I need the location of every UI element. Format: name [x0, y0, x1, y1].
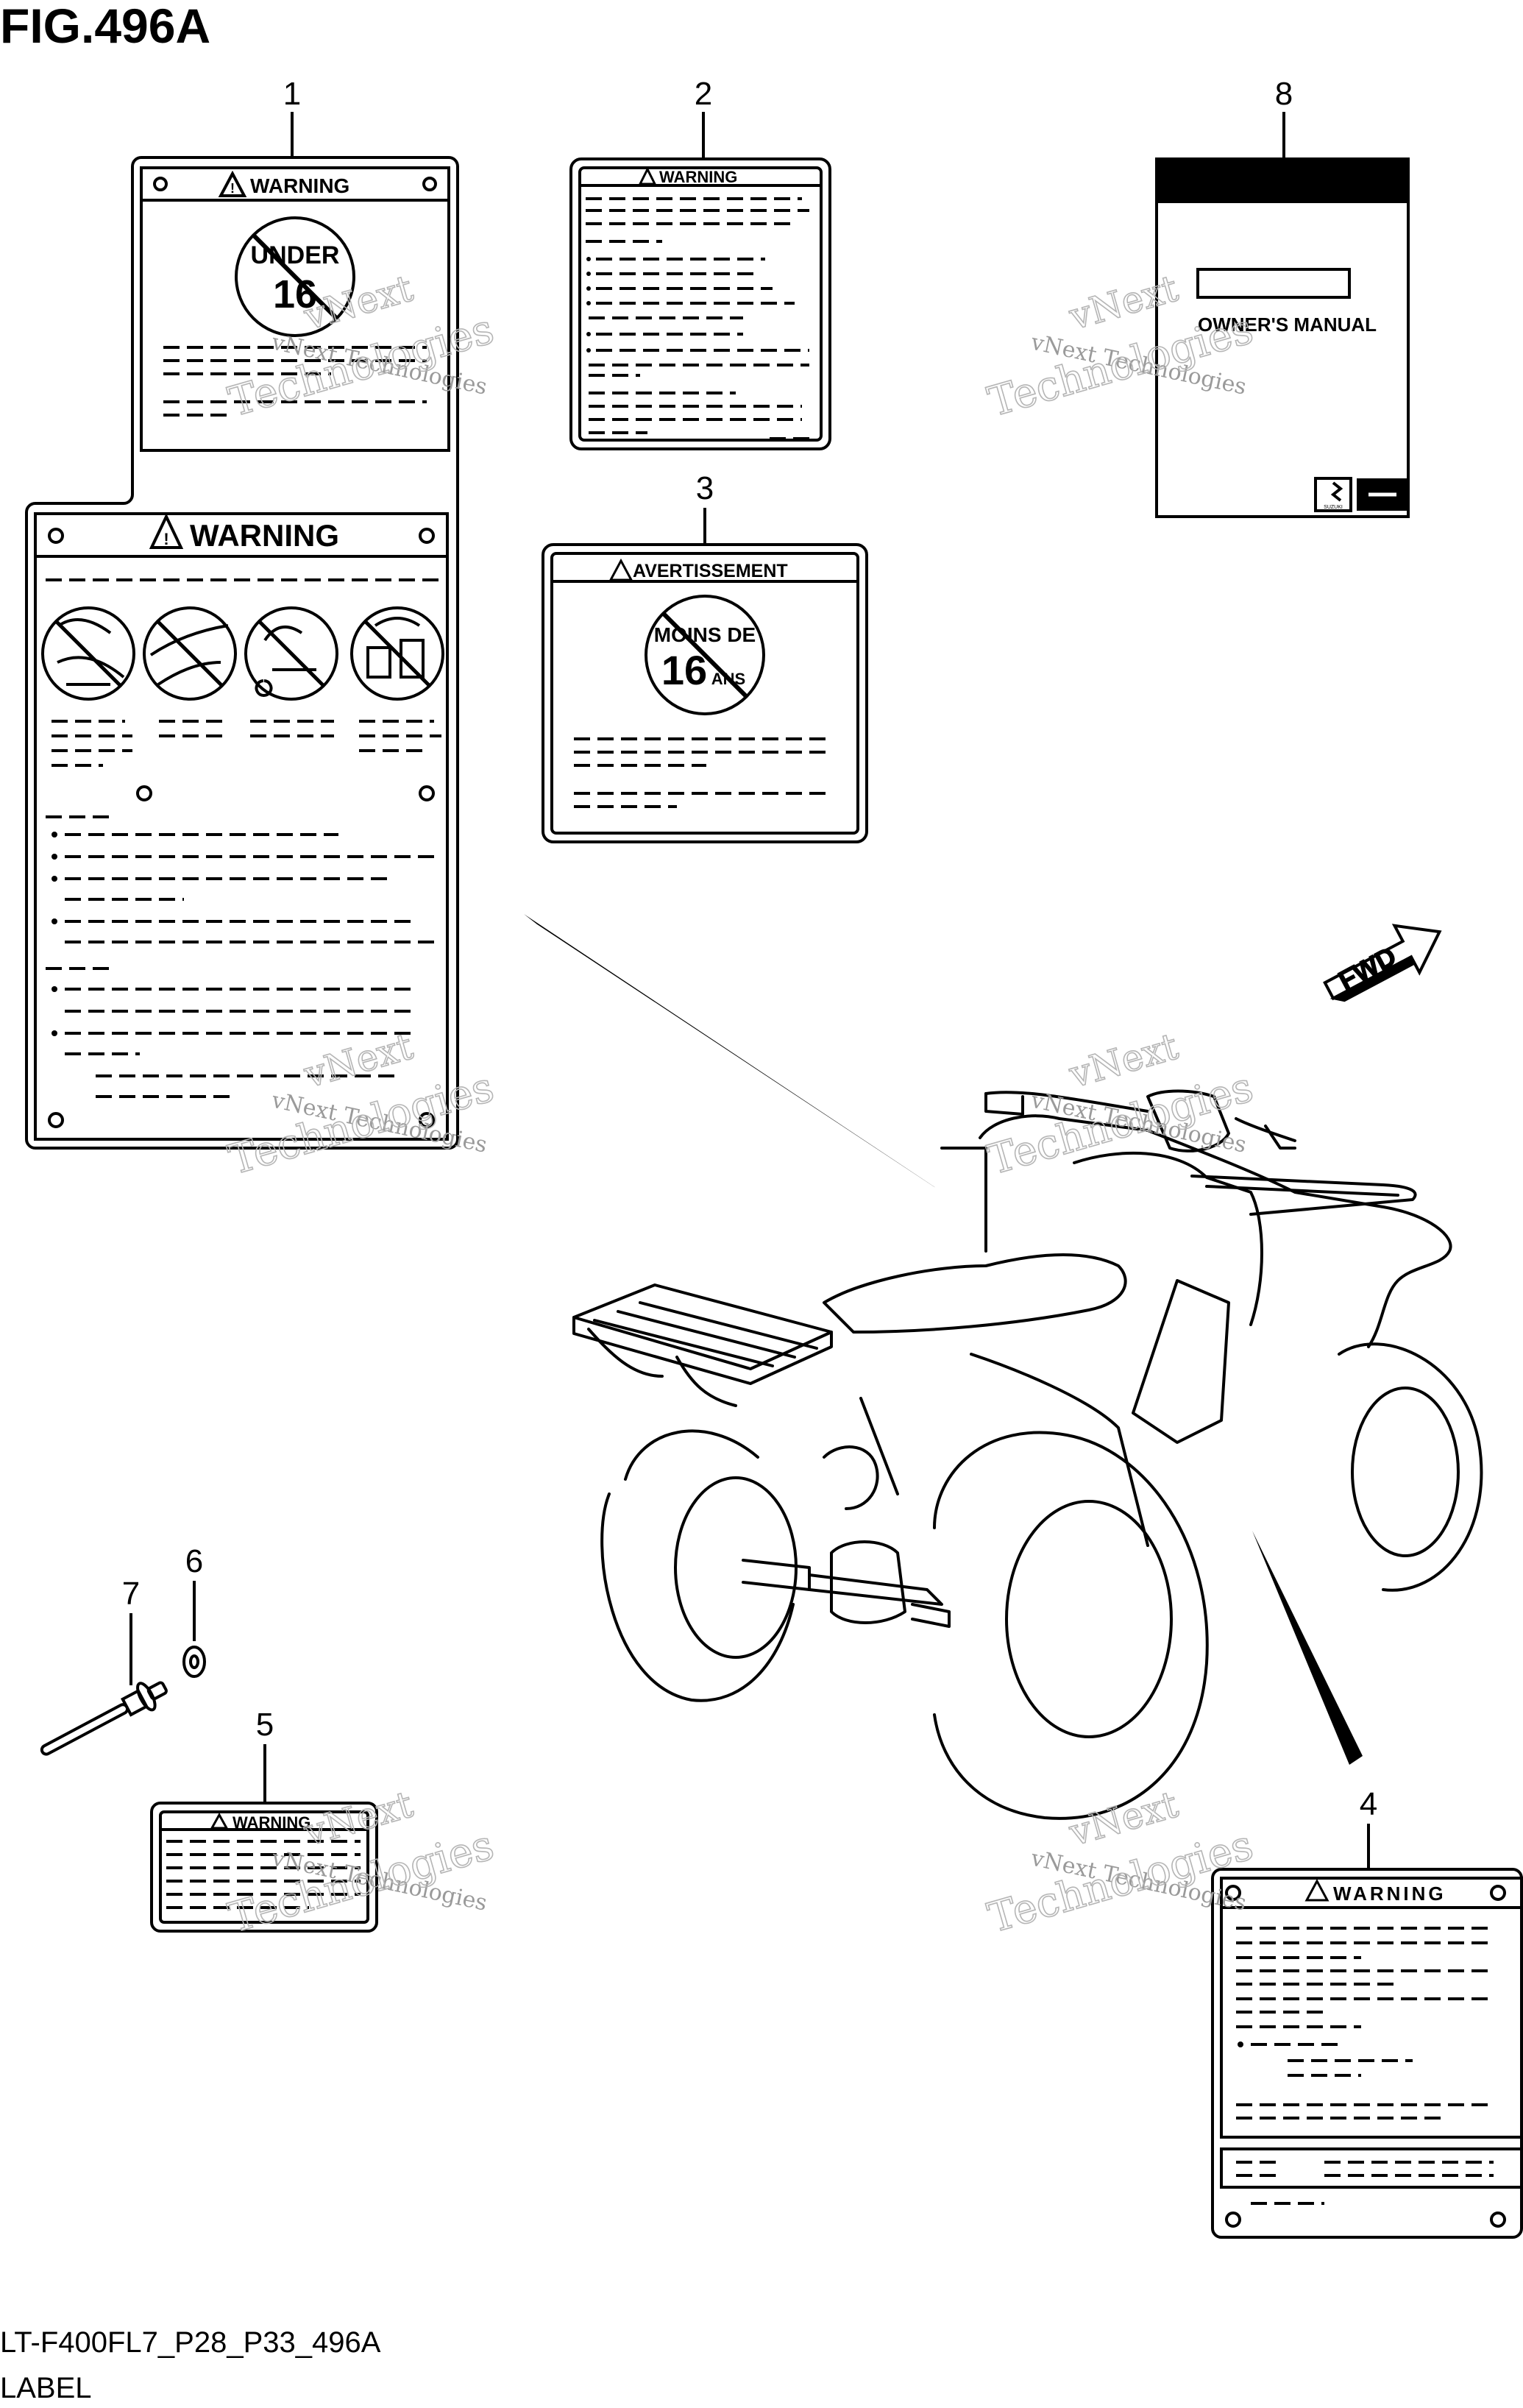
big-warning-text: WARNING — [190, 518, 339, 553]
callout-8: 8 — [1275, 76, 1293, 112]
label-5: 5 WARNING — [150, 1707, 378, 1933]
moins-de-16-ans-icon: MOINS DE 16 ANS — [645, 595, 765, 715]
fwd-direction-arrow-icon: FWD — [1323, 924, 1442, 1002]
label-location-pointer — [1252, 1531, 1363, 1765]
warning-text: WARNING — [232, 1813, 310, 1832]
svg-text:vNext: vNext — [299, 1024, 417, 1096]
big-warning-panel — [34, 512, 449, 1141]
svg-text:vNext: vNext — [299, 1782, 417, 1854]
under-16-icon: UNDER 16 — [235, 216, 355, 337]
no-riding-pictogram-icons — [41, 606, 444, 701]
label-2: 2 WARNING — [569, 76, 831, 450]
label-1: 1 ! WARNING UNDER 16 ! WARNIN — [25, 76, 459, 1150]
label-3: 3 AVERTISSEMENT MOINS DE 16 ANS — [542, 470, 868, 843]
atv-vehicle-illustration — [572, 1089, 1483, 1820]
part-6-washer: 6 — [182, 1543, 206, 1678]
warning-text: WARNING — [1333, 1883, 1446, 1905]
svg-text:!: ! — [230, 181, 235, 196]
callout-1: 1 — [283, 76, 301, 112]
label-location-pointer — [524, 914, 949, 1197]
callout-4: 4 — [1360, 1786, 1377, 1822]
owners-manual: 8 OWNER'S MANUAL SUZUKI — [1155, 76, 1410, 518]
part-7-rivet: 7 — [40, 1576, 168, 1756]
warning-text: WARNING — [659, 168, 737, 186]
callout-5: 5 — [256, 1707, 274, 1743]
under16-panel — [140, 166, 450, 452]
warning-triangle-icon: ! — [149, 513, 184, 549]
warning-text: WARNING — [250, 174, 349, 197]
callout-6: 6 — [185, 1543, 203, 1579]
owners-manual-title: OWNER'S MANUAL — [1198, 314, 1377, 336]
avertissement-text: AVERTISSEMENT — [633, 561, 788, 581]
label-1-outline — [25, 156, 459, 1150]
warning-triangle-icon: ! — [218, 170, 247, 197]
svg-text:16: 16 — [661, 647, 707, 693]
label-4: 4 WARNING — [1211, 1786, 1523, 2239]
watermark: vNext Technologies vNext Technologies vN… — [223, 266, 1259, 1944]
svg-text:SUZUKI: SUZUKI — [1324, 505, 1343, 510]
callout-7: 7 — [122, 1576, 140, 1612]
figure-title: FIG.496A — [0, 0, 210, 53]
callout-2: 2 — [695, 76, 712, 112]
svg-text:!: ! — [163, 530, 168, 548]
svg-text:MOINS DE: MOINS DE — [654, 623, 756, 646]
diagram-code: LT-F400FL7_P28_P33_496A — [0, 2326, 381, 2359]
diagram-caption: LABEL — [0, 2372, 92, 2404]
callout-3: 3 — [696, 470, 714, 506]
suzuki-logo-icon: SUZUKI — [1324, 481, 1343, 510]
